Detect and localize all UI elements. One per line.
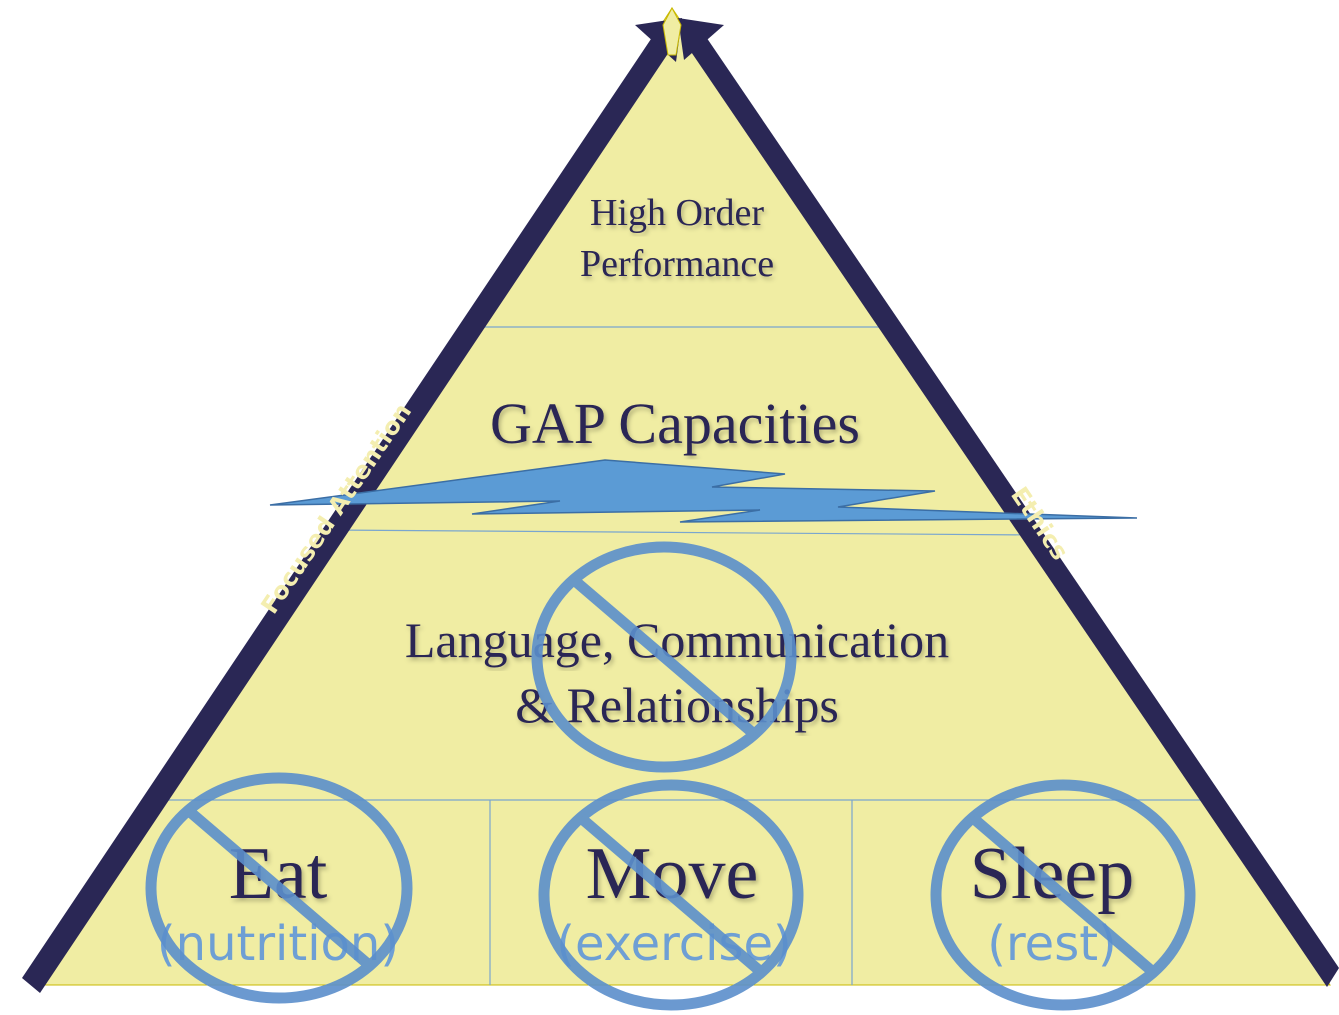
base-eat-label: Eat bbox=[229, 833, 328, 915]
no-symbol-language bbox=[531, 541, 797, 773]
right-edge-arrow bbox=[678, 18, 1339, 987]
no-symbol-move bbox=[538, 779, 804, 1011]
base-sleep-label: Sleep bbox=[970, 833, 1134, 915]
no-symbol-sleep bbox=[930, 779, 1196, 1011]
apex-tip bbox=[662, 6, 682, 56]
top-tier-line1: High Order bbox=[590, 192, 764, 234]
gap-tier-label: GAP Capacities bbox=[490, 391, 860, 456]
language-tier-line1: Language, Communication bbox=[405, 612, 949, 668]
no-symbol-eat bbox=[145, 772, 413, 1004]
top-tier-line2: Performance bbox=[580, 243, 774, 285]
tier-divider-gap bbox=[329, 529, 1041, 536]
lightning-bolt bbox=[269, 459, 1138, 523]
